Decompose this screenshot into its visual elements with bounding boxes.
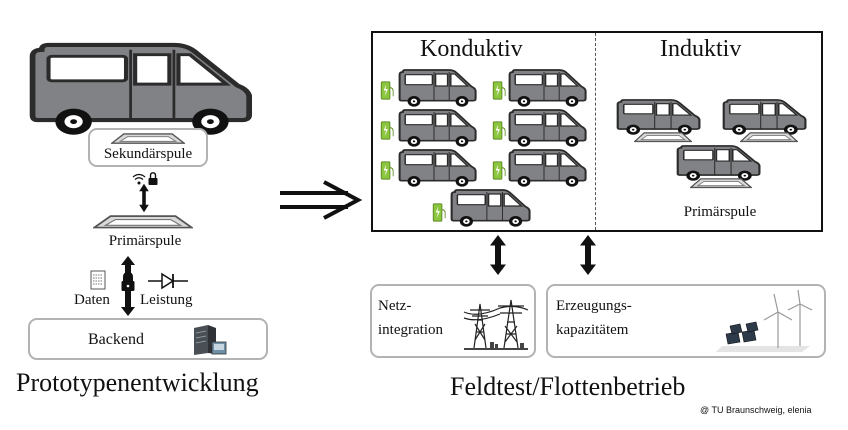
netzintegration-box: Netz- integration	[370, 284, 536, 358]
charging-pad-icon	[740, 132, 798, 144]
charger-icon	[380, 80, 394, 101]
charging-pad-icon	[690, 178, 752, 190]
lock-icon	[148, 172, 158, 185]
inductive-van-icon	[616, 98, 702, 136]
erzeugung-label-line2: kapazitätem	[556, 322, 629, 338]
inductive-van-icon	[676, 144, 762, 182]
netz-double-arrow-icon	[488, 234, 508, 276]
primaerspule-label-right: Primärspule	[683, 204, 757, 220]
inductive-van-icon	[722, 98, 808, 136]
fleet-panel	[371, 31, 823, 232]
charger-icon	[380, 120, 394, 141]
induktiv-label: Induktiv	[660, 36, 742, 62]
erzeugung-label-line1: Erzeugungs-	[556, 298, 632, 314]
charger-icon	[432, 202, 446, 223]
leistung-label: Leistung	[140, 292, 193, 308]
conductive-van-icon	[398, 108, 478, 148]
diode-icon	[148, 272, 188, 290]
primary-coil-icon	[93, 215, 193, 231]
secondary-primary-arrow-icon	[138, 183, 150, 213]
conductive-van-icon	[398, 148, 478, 188]
data-document-icon	[90, 270, 106, 290]
secondary-coil-icon	[108, 133, 188, 146]
charging-pad-icon	[634, 132, 692, 144]
konduktiv-label: Konduktiv	[420, 36, 523, 62]
prototype-van-icon	[28, 40, 256, 138]
conductive-van-icon	[508, 148, 588, 188]
renewables-icon	[716, 289, 813, 352]
charger-icon	[492, 120, 506, 141]
primaerspule-label-left: Primärspule	[108, 233, 182, 249]
sekundaerspule-box: Sekundärspule	[88, 128, 208, 167]
conductive-van-icon	[398, 68, 478, 108]
charger-icon	[492, 80, 506, 101]
backend-label: Backend	[88, 331, 144, 348]
netz-label-line2: integration	[378, 322, 443, 338]
copyright-notice: @ TU Braunschweig, elenia	[700, 405, 812, 415]
conductive-van-icon	[450, 188, 532, 228]
backend-box: Backend	[28, 318, 268, 360]
server-icon	[194, 325, 227, 355]
charger-icon	[380, 160, 394, 181]
sekundaerspule-label: Sekundärspule	[103, 146, 193, 162]
wifi-icon	[132, 173, 146, 185]
netz-label-line1: Netz-	[378, 298, 412, 314]
implication-arrow-icon	[280, 180, 363, 220]
daten-label: Daten	[74, 292, 110, 308]
erzeugung-double-arrow-icon	[578, 234, 598, 276]
prototypenentwicklung-title: Prototypenentwicklung	[16, 368, 259, 397]
conductive-van-icon	[508, 108, 588, 148]
fleet-divider	[595, 33, 596, 230]
conductive-van-icon	[508, 68, 588, 108]
charger-icon	[492, 160, 506, 181]
backend-lock-arrow-icon	[121, 256, 135, 316]
feldtest-title: Feldtest/Flottenbetrieb	[450, 372, 686, 401]
power-pylon-icon	[463, 299, 529, 350]
erzeugung-box: Erzeugungs- kapazitätem	[546, 284, 826, 358]
